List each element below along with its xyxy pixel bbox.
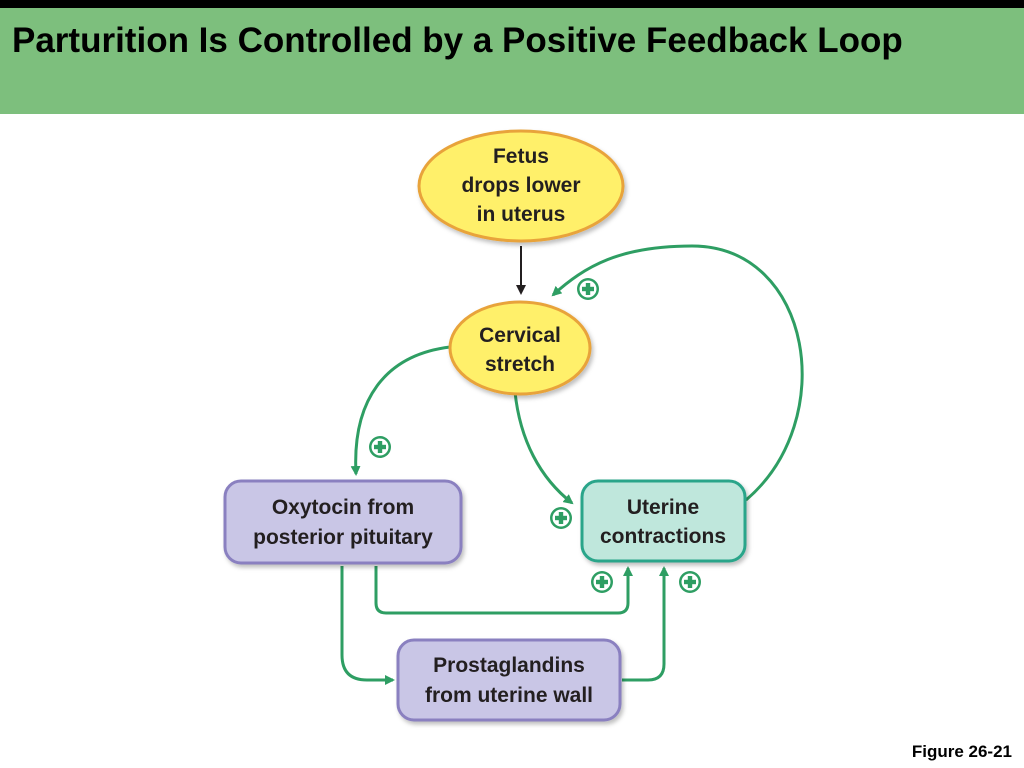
fetus-line-2: drops lower <box>461 174 580 197</box>
oxytocin-line-1: Oxytocin from <box>272 496 414 519</box>
fetus-line-3: in uterus <box>477 203 566 226</box>
plus-circle-icon <box>591 571 613 593</box>
prostaglandins-node: Prostaglandins from uterine wall <box>396 638 622 722</box>
fetus-line-1: Fetus <box>493 145 549 168</box>
cervical-to-uterine-arrow <box>513 391 574 505</box>
uterine-to-cervical-feedback-arrow <box>551 244 804 502</box>
figure-label: Figure 26-21 <box>911 742 1012 761</box>
oxytocin-to-uterine-arrow <box>374 566 633 615</box>
oxytocin-to-prostaglandins-arrow <box>340 566 395 685</box>
oxytocin-node: Oxytocin from posterior pituitary <box>223 479 463 565</box>
fetus-node: Fetus drops lower in uterus <box>417 129 625 243</box>
arrows <box>340 244 804 685</box>
title-bar <box>0 8 1024 114</box>
prostaglandins-line-1: Prostaglandins <box>433 654 585 677</box>
plus-circle-icon <box>679 571 701 593</box>
slide-title: Parturition Is Controlled by a Positive … <box>12 21 903 60</box>
cervical-line-1: Cervical <box>479 324 561 347</box>
prostaglandins-line-2: from uterine wall <box>425 684 593 707</box>
plus-circle-icon <box>369 436 391 458</box>
cervical-line-2: stretch <box>485 353 555 376</box>
cervical-stretch-node: Cervical stretch <box>448 300 592 396</box>
plus-circle-icon <box>550 507 572 529</box>
top-border <box>0 0 1024 8</box>
uterine-line-2: contractions <box>600 525 726 548</box>
cervical-to-oxytocin-arrow <box>350 345 451 476</box>
prostaglandins-to-uterine-arrow <box>622 566 669 682</box>
oxytocin-line-2: posterior pituitary <box>253 526 433 549</box>
uterine-line-1: Uterine <box>627 496 699 519</box>
uterine-contractions-node: Uterine contractions <box>580 479 747 563</box>
plus-circle-icon <box>577 278 599 300</box>
